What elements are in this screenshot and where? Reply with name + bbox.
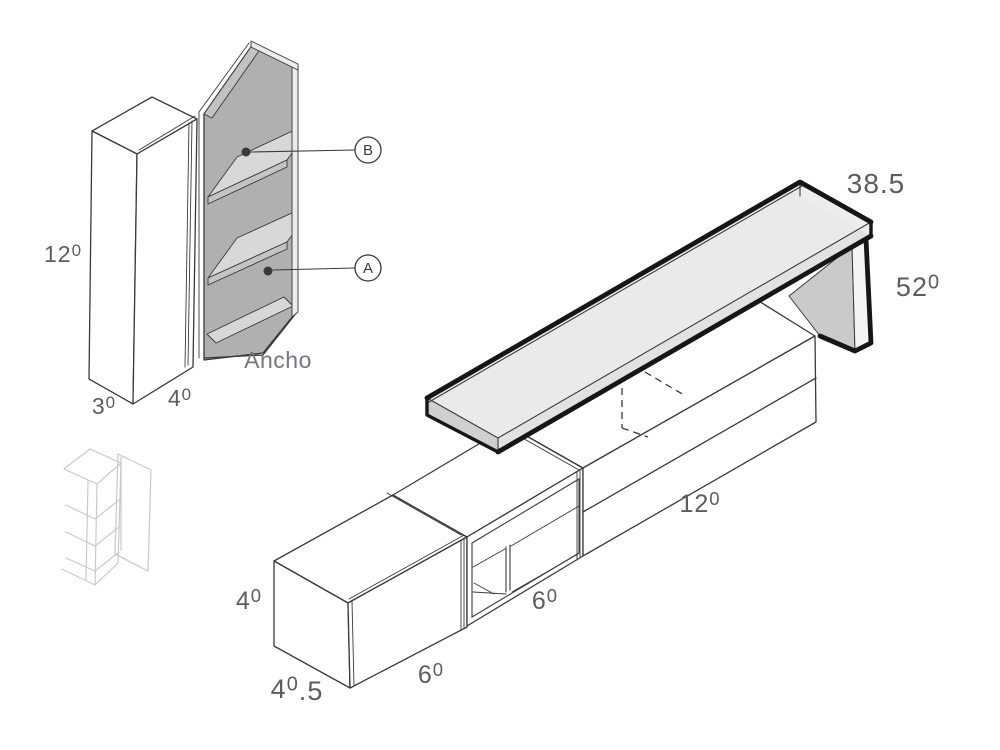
ghost-open-door	[114, 453, 152, 572]
shelf-unit-frame-double-lines	[198, 42, 250, 359]
callout-b-letter: B	[363, 142, 373, 159]
module-right	[508, 289, 817, 557]
module-right-width-label: 120	[679, 488, 720, 518]
side-panel-height-label: 520	[896, 272, 940, 302]
plank-left-end-cap	[427, 398, 498, 452]
plank-front-face	[498, 222, 871, 452]
door-side-face	[88, 130, 138, 405]
ancho-label: Ancho	[244, 347, 312, 373]
cabinet-width-label: 40	[168, 385, 192, 411]
plank-crease-lines	[426, 181, 872, 453]
shelf-b-front-edge	[207, 159, 288, 205]
top-plank	[424, 179, 874, 455]
tall-cabinet-drawing: B A 120 30 40 Ancho	[44, 40, 382, 419]
callout-b: B	[241, 136, 382, 164]
shelf-unit-side-edge-strip	[291, 63, 299, 318]
module-left-height-label: 40	[236, 585, 262, 615]
plank-right-end-cap	[800, 182, 871, 236]
callout-a-dot	[263, 266, 273, 276]
shelf-unit-top-edge-strip	[250, 40, 299, 71]
callout-b-dot	[241, 147, 251, 157]
wall-unit-drawing: 38.5 520 120 60 60 40 40.5	[236, 168, 940, 706]
door-panel-box	[88, 96, 198, 405]
top-panel-width-label: 38.5	[847, 168, 906, 199]
module-middle-divider	[505, 544, 511, 593]
callout-b-leader-line	[250, 149, 356, 153]
module-middle-width-label: 60	[532, 585, 558, 615]
callout-a-letter: A	[363, 260, 373, 277]
shelf-a-front-edge	[207, 241, 288, 286]
module-left-front-face	[347, 536, 468, 689]
module-left-width-label: 60	[418, 659, 444, 689]
callout-a-leader-line	[272, 267, 356, 271]
cabinet-depth-label: 30	[92, 393, 116, 419]
shelf-unit	[198, 40, 299, 361]
door-front-face	[132, 118, 198, 405]
ghost-shelves	[65, 499, 120, 572]
module-right-front-face	[582, 335, 817, 557]
callout-b-circle	[354, 136, 382, 164]
module-middle-interior-lines	[472, 505, 580, 595]
module-left-joint-lines	[348, 492, 467, 687]
plank-thick-bottom-edge	[495, 233, 874, 455]
ghost-open-cabinet-thumbnail	[61, 448, 152, 586]
module-right-drawer-divider	[582, 377, 817, 513]
door-gap-lines	[138, 115, 196, 368]
plank-top-face	[427, 182, 871, 438]
leg-thick-outline	[817, 236, 874, 354]
cabinet-height-label: 120	[44, 241, 82, 267]
shelf-unit-bottom-edges	[203, 311, 298, 359]
hidden-support-dashed-lines	[621, 371, 685, 438]
module-left-depth-label: 40.5	[271, 674, 324, 706]
callout-a-circle	[354, 254, 382, 282]
plank-thick-left-cap-edges	[425, 396, 500, 454]
callout-a: A	[263, 254, 382, 282]
plank-thick-top-outline	[424, 179, 874, 401]
